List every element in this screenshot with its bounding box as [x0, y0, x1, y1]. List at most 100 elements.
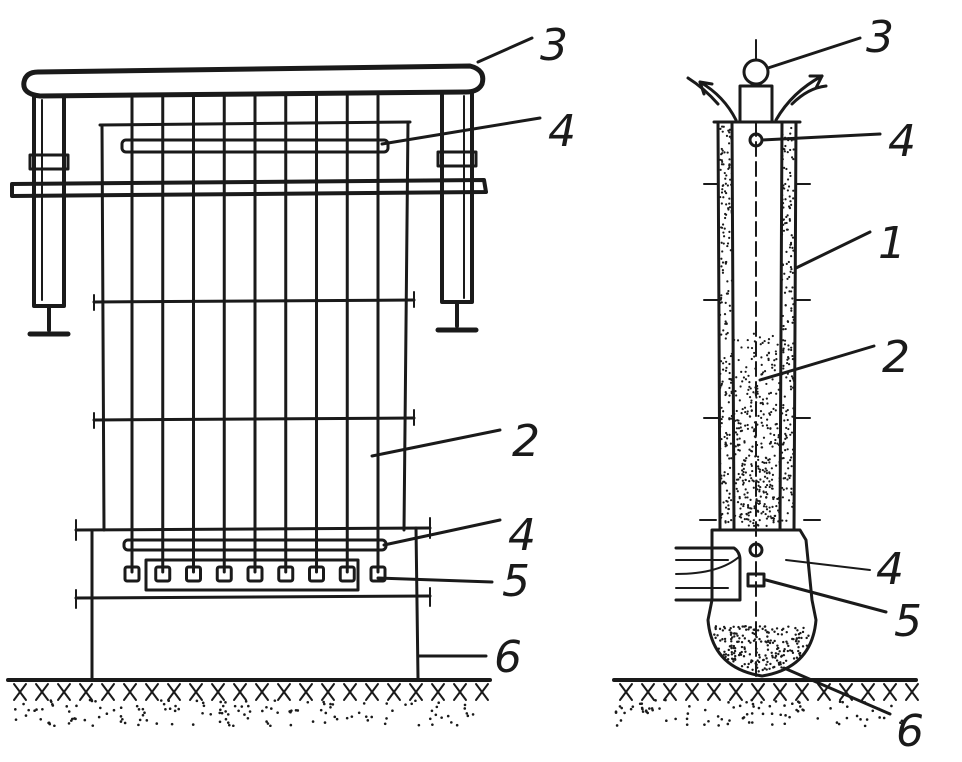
callout-5-right: 5 — [894, 596, 922, 647]
stipple-dot — [782, 456, 785, 460]
stipple-dot — [730, 183, 733, 186]
stipple-dot — [735, 409, 738, 413]
stipple-dot — [771, 484, 774, 487]
stipple-dot — [760, 373, 763, 376]
stipple-dot — [762, 491, 765, 494]
stipple-dot — [786, 356, 790, 359]
stipple-dot — [770, 517, 773, 520]
stipple-dot — [782, 223, 785, 226]
hatch-mark — [167, 683, 181, 701]
stipple-dot — [758, 653, 761, 657]
stipple-dot — [719, 360, 723, 363]
hatch-mark — [387, 683, 401, 701]
stipple-dot — [785, 436, 788, 439]
soil-dot — [414, 699, 417, 703]
stipple-dot — [786, 478, 789, 481]
stipple-dot — [789, 241, 793, 244]
stipple-dot — [778, 513, 781, 516]
stipple-dot — [728, 163, 731, 166]
soil-dot — [446, 714, 450, 718]
stipple-dot — [722, 480, 725, 483]
stipple-dot — [762, 413, 765, 416]
stipple-dot — [781, 198, 784, 201]
stipple-dot — [785, 228, 789, 231]
stipple-dot — [730, 631, 733, 635]
stipple-dot — [790, 431, 794, 434]
stipple-dot — [740, 346, 743, 349]
stipple-dot — [720, 202, 723, 205]
stipple-dot — [781, 202, 785, 205]
soil-dot — [323, 721, 327, 724]
soil-dot — [665, 719, 668, 722]
stipple-dot — [783, 339, 787, 342]
stipple-dot — [760, 512, 763, 515]
soil-dot — [364, 715, 368, 718]
stipple-dot — [782, 218, 786, 221]
stipple-dot — [756, 387, 759, 390]
soil-dot — [741, 716, 745, 720]
soil-dot — [745, 712, 749, 716]
stipple-dot — [801, 645, 805, 648]
stipple-dot — [766, 418, 769, 421]
stipple-dot — [738, 449, 741, 452]
stipple-dot — [763, 625, 767, 628]
stipple-dot — [759, 485, 762, 489]
soil-dot — [726, 722, 730, 726]
stipple-dot — [728, 131, 731, 134]
soil-dot — [35, 708, 38, 711]
stipple-dot — [757, 467, 760, 470]
soil-dot — [791, 702, 794, 706]
stipple-dot — [786, 214, 789, 217]
stipple-dot — [791, 286, 794, 289]
stipple-dot — [783, 648, 786, 651]
stipple-dot — [773, 442, 777, 445]
hatch-mark — [233, 683, 247, 701]
stipple-dot — [770, 363, 774, 366]
stipple-dot — [742, 376, 746, 379]
stipple-dot — [790, 649, 794, 653]
stipple-dot — [730, 378, 733, 382]
stipple-dot — [719, 639, 722, 642]
stipple-dot — [789, 243, 792, 246]
stipple-dot — [754, 440, 758, 444]
stipple-dot — [738, 637, 741, 640]
soil-dot — [686, 712, 690, 715]
hatch-mark — [79, 683, 93, 701]
stipple-dot — [753, 638, 757, 641]
stipple-dot — [789, 270, 792, 273]
stipple-dot — [775, 659, 779, 662]
stipple-dot — [764, 629, 767, 632]
stipple-dot — [720, 406, 723, 409]
stipple-dot — [787, 344, 790, 347]
stipple-dot — [777, 388, 780, 391]
stipple-dot — [724, 445, 727, 448]
stipple-dot — [773, 433, 776, 437]
stipple-dot — [796, 629, 799, 632]
stipple-dot — [726, 472, 730, 476]
soil-dot — [845, 716, 849, 720]
callout-6-right: 6 — [896, 706, 924, 757]
stipple-dot — [788, 171, 792, 174]
soil-dot — [219, 700, 222, 704]
soil-dot — [237, 709, 240, 713]
stipple-dot — [741, 407, 744, 411]
soil-dot — [306, 700, 310, 704]
stipple-dot — [771, 641, 775, 644]
burner-nozzles — [123, 565, 387, 583]
stipple-dot — [784, 477, 787, 480]
stipple-dot — [780, 486, 784, 490]
soil-dot — [703, 708, 707, 712]
stipple-dot — [723, 474, 726, 477]
stipple-dot — [769, 427, 772, 430]
stipple-dot — [782, 184, 785, 187]
stipple-dot — [768, 641, 772, 645]
stipple-dot — [765, 496, 768, 499]
soil-dot — [164, 707, 167, 711]
stipple-dot — [749, 405, 752, 408]
stipple-dot — [797, 649, 800, 653]
stipple-dot — [769, 432, 772, 435]
stipple-dot — [765, 524, 768, 527]
stipple-dot — [721, 629, 725, 632]
stipple-dot — [722, 125, 725, 128]
stipple-dot — [738, 515, 741, 518]
